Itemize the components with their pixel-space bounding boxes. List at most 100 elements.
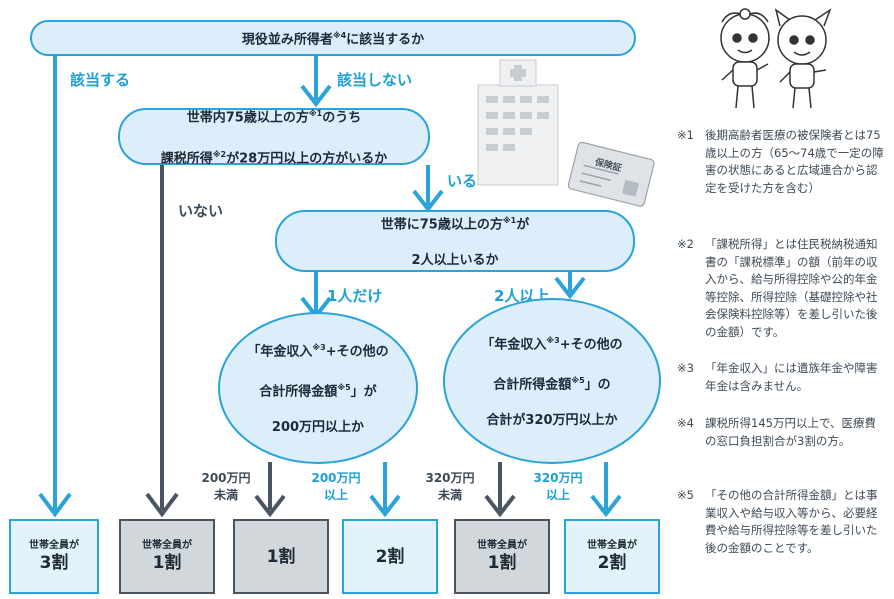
- note-4-text: 課税所得145万円以上で、医療費の窓口負担割合が3割の方。: [705, 416, 876, 448]
- result-0-pre: 世帯全員が: [29, 540, 79, 551]
- question-income-320: 「年金収入※3+その他の 合計所得金額※5」の 合計が320万円以上か: [443, 298, 661, 464]
- q3-l1-sup: ※1: [502, 215, 517, 225]
- q3-l1a: 世帯に75歳以上の方: [380, 217, 503, 233]
- q2-l1a: 世帯内75歳以上の方: [186, 110, 309, 126]
- note-2-text: 「課税所得」とは住民税納税通知書の「課税標準」の額（前年の収入から、給与所得控除…: [705, 237, 878, 339]
- thr-320-over-l1: 320万円: [533, 471, 583, 485]
- question-income-200: 「年金収入※3+その他の 合計所得金額※5」が 200万円以上か: [218, 312, 418, 464]
- q4a-l2a: 合計所得金額: [259, 384, 338, 400]
- result-1-pre: 世帯全員が: [142, 540, 192, 551]
- threshold-320-over: 320万円以上: [528, 470, 588, 504]
- note-4-mark: ※4: [677, 416, 694, 430]
- mascot-girl-icon: [720, 8, 770, 109]
- arrow-no: [300, 84, 332, 108]
- note-5-text: 「その他の合計所得金額」とは事業収入や給与収入等から、必要経費や給与所得控除等を…: [705, 488, 878, 555]
- note-4: ※4 課税所得145万円以上で、医療費の窓口負担割合が3割の方。: [677, 415, 887, 450]
- q4b-line1: 「年金収入※3+その他の: [481, 332, 622, 354]
- branch-label-inai: いない: [178, 202, 224, 220]
- result-5-pre: 世帯全員が: [587, 540, 637, 551]
- q4b-l1-sup: ※3: [546, 335, 560, 345]
- q3-line2: 2人以上いるか: [411, 253, 499, 269]
- thr-200-under-l2: 未満: [213, 488, 238, 502]
- branch-label-no: 該当しない: [337, 71, 413, 89]
- thr-320-under-l1: 320万円: [425, 471, 475, 485]
- q2-l2-sup: ※2: [212, 149, 227, 159]
- result-3-value: 2割: [375, 546, 405, 567]
- question-taxable-income: 世帯内75歳以上の方※1のうち 課税所得※2が28万円以上の方がいるか: [118, 105, 430, 168]
- q1-text-b: に該当するか: [346, 32, 425, 48]
- result-4-pre: 世帯全員が: [477, 540, 527, 551]
- q4a-l1b: +その他の: [325, 344, 389, 359]
- note-3-text: 「年金収入」には遺族年金や障害年金は含みません。: [705, 361, 878, 393]
- arrow-320-over: [590, 494, 622, 518]
- q2-l1b: のうち: [322, 110, 362, 126]
- q4b-l2-sup: ※5: [571, 376, 585, 385]
- note-2: ※2 「課税所得」とは住民税納税通知書の「課税標準」の額（前年の収入から、給与所得…: [677, 236, 887, 341]
- threshold-200-over: 200万円以上: [306, 470, 366, 504]
- note-1: ※1 後期高齢者医療の被保険者とは75歳以上の方（65～74歳で一定の障害の状態に…: [677, 127, 887, 197]
- branch-label-yes: 該当する: [70, 71, 131, 89]
- q4b-line2: 合計所得金額※5」の: [481, 372, 622, 394]
- arrow-iru: [412, 189, 444, 213]
- arrow-200-under: [254, 494, 286, 518]
- q4a-line3: 200万円以上か: [271, 420, 365, 436]
- thr-200-under-l1: 200万円: [201, 471, 251, 485]
- q4a-line1: 「年金収入※3+その他の: [247, 339, 388, 361]
- arrow-inai: [145, 492, 179, 518]
- thr-200-over-l2: 以上: [323, 488, 348, 502]
- note-5: ※5 「その他の合計所得金額」とは事業収入や給与収入等から、必要経費や給与所得控除…: [677, 487, 887, 557]
- q4b-line3: 合計が320万円以上か: [486, 413, 618, 429]
- result-4-value: 1割: [487, 553, 517, 573]
- hospital-icon: [477, 59, 559, 186]
- note-1-mark: ※1: [677, 128, 694, 142]
- result-0-value: 3割: [39, 553, 69, 573]
- result-5-value: 2割: [597, 553, 627, 573]
- result-1-value: 1割: [152, 553, 182, 573]
- result-all-3wari: 世帯全員が 3割: [9, 519, 99, 594]
- question-genekinami: 現役並み所得者※4に該当するか: [30, 20, 636, 56]
- q4a-l2-sup: ※5: [337, 383, 351, 392]
- q1-sup: ※4: [332, 30, 347, 40]
- threshold-200-under: 200万円未満: [196, 470, 256, 504]
- thr-320-under-l2: 未満: [437, 488, 462, 502]
- q4a-l2b: 」が: [350, 384, 377, 400]
- thr-200-over-l1: 200万円: [311, 471, 361, 485]
- arrow-320-under: [484, 494, 516, 518]
- q3-l1b: が: [516, 217, 530, 233]
- q2-l1-sup: ※1: [308, 109, 323, 119]
- q4b-l1a: 「年金収入: [481, 337, 547, 352]
- branch-label-iru: いる: [447, 172, 478, 190]
- result-2-value: 1割: [266, 546, 296, 567]
- insurance-card-icon: [567, 141, 655, 207]
- result-2wari: 2割: [342, 519, 438, 594]
- q4b-l2b: 」の: [584, 377, 611, 393]
- q4b-l1b: +その他の: [559, 337, 623, 352]
- q4a-l1-sup: ※3: [312, 342, 326, 352]
- result-all-1wari-b: 世帯全員が 1割: [454, 519, 550, 594]
- result-all-1wari-a: 世帯全員が 1割: [119, 519, 215, 594]
- q3-line1: 世帯に75歳以上の方※1が: [381, 212, 529, 234]
- q1-text-a: 現役並み所得者: [241, 32, 333, 48]
- thr-320-over-l2: 以上: [545, 488, 570, 502]
- result-1wari: 1割: [233, 519, 329, 594]
- q2-l2b: が28万円以上の方がいるか: [226, 150, 388, 166]
- branch-label-one: 1人だけ: [327, 287, 383, 305]
- note-3: ※3 「年金収入」には遺族年金や障害年金は含みません。: [677, 360, 887, 395]
- note-1-text: 後期高齢者医療の被保険者とは75歳以上の方（65～74歳で一定の障害の状態にある…: [705, 128, 884, 195]
- q2-line1: 世帯内75歳以上の方※1のうち: [161, 105, 387, 127]
- arrow-200-over: [369, 494, 401, 518]
- note-2-mark: ※2: [677, 237, 694, 251]
- mascot-boy-icon: [774, 8, 832, 109]
- note-5-mark: ※5: [677, 488, 694, 502]
- q2-l2a: 課税所得: [160, 150, 213, 166]
- q4a-line2: 合計所得金額※5」が: [247, 379, 388, 401]
- q4b-l2a: 合計所得金額: [493, 377, 572, 393]
- question-genekinami-text: 現役並み所得者※4に該当するか: [242, 27, 424, 49]
- question-two-or-more: 世帯に75歳以上の方※1が 2人以上いるか: [275, 210, 635, 272]
- threshold-320-under: 320万円未満: [420, 470, 480, 504]
- q2-line2: 課税所得※2が28万円以上の方がいるか: [161, 146, 387, 168]
- q4a-l1a: 「年金収入: [247, 344, 313, 359]
- result-all-2wari: 世帯全員が 2割: [564, 519, 660, 594]
- note-3-mark: ※3: [677, 361, 694, 375]
